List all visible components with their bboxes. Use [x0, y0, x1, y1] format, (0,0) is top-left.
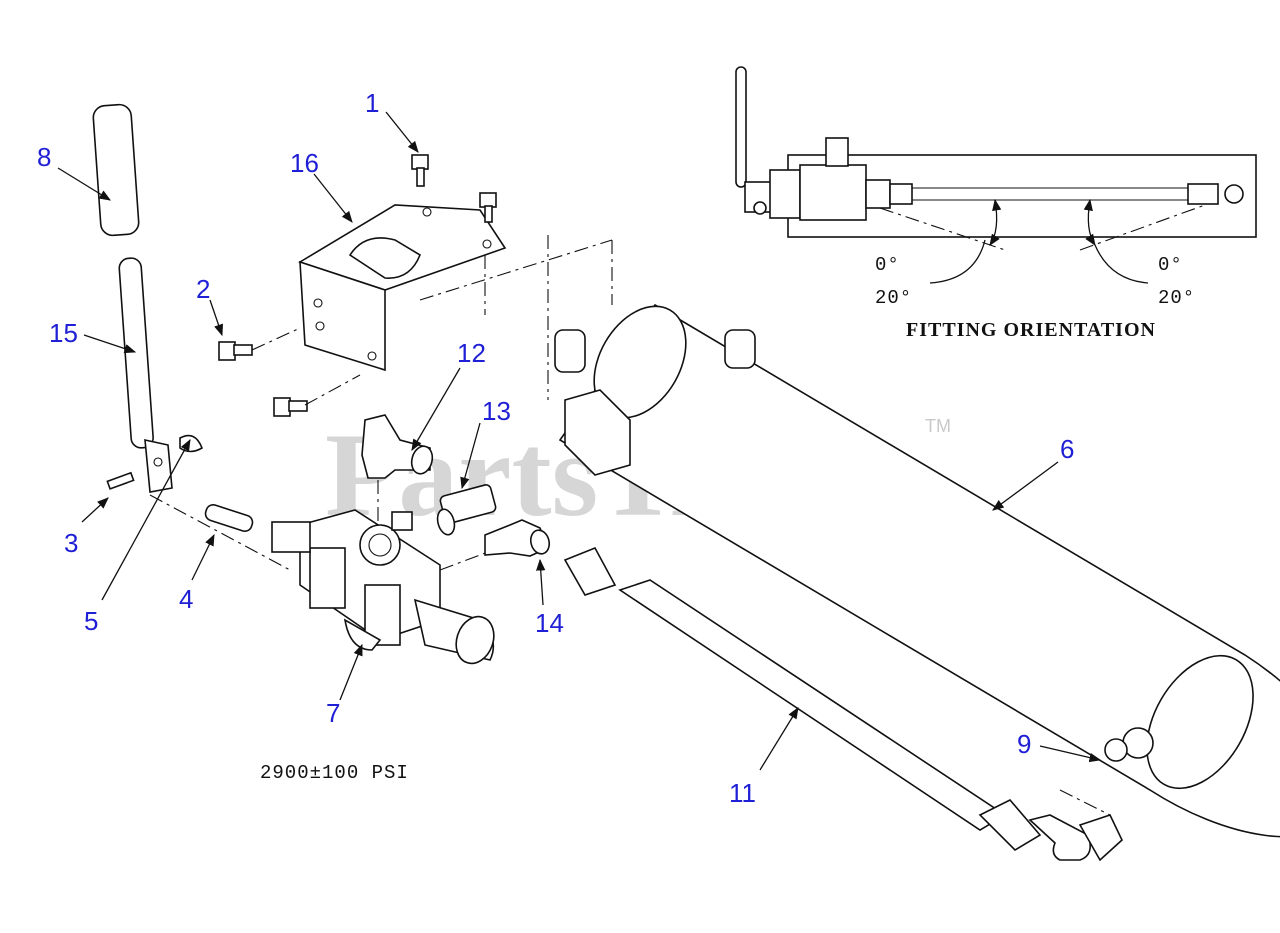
pressure-note: 2900±100 PSI [260, 762, 409, 784]
bolts [218, 154, 497, 417]
callout-3: 3 [64, 528, 78, 558]
fitting-orientation-inset [735, 66, 1257, 284]
callout-16: 16 [290, 148, 319, 178]
handle-assembly [92, 103, 203, 493]
callout-9: 9 [1017, 729, 1031, 759]
callout-12: 12 [457, 338, 486, 368]
callout-14: 14 [535, 608, 564, 638]
callout-13: 13 [482, 396, 511, 426]
callout-2: 2 [196, 274, 210, 304]
inset-right-angle-top: 0° [1158, 254, 1183, 276]
callout-6: 6 [1060, 434, 1074, 464]
inset-title: FITTING ORIENTATION [906, 319, 1156, 341]
leader-lines [57, 111, 1102, 771]
centerlines [149, 235, 1111, 816]
callout-15: 15 [49, 318, 78, 348]
inset-left-angle-top: 0° [875, 254, 900, 276]
callout-4: 4 [179, 584, 193, 614]
callout-8: 8 [37, 142, 51, 172]
control-valve [271, 509, 495, 665]
hydraulic-hose [563, 546, 1123, 862]
watermark-trademark: TM [925, 416, 951, 436]
inset-right-angle-bottom: 20° [1158, 287, 1195, 309]
callout-11: 11 [729, 778, 756, 808]
fittings [361, 414, 551, 557]
link-plate [204, 503, 254, 533]
mounting-bracket [298, 204, 507, 372]
inset-left-angle-bottom: 20° [875, 287, 912, 309]
callout-1: 1 [365, 88, 379, 118]
callout-7: 7 [326, 698, 340, 728]
hydraulic-cylinder [554, 303, 1280, 838]
callout-5: 5 [84, 606, 98, 636]
